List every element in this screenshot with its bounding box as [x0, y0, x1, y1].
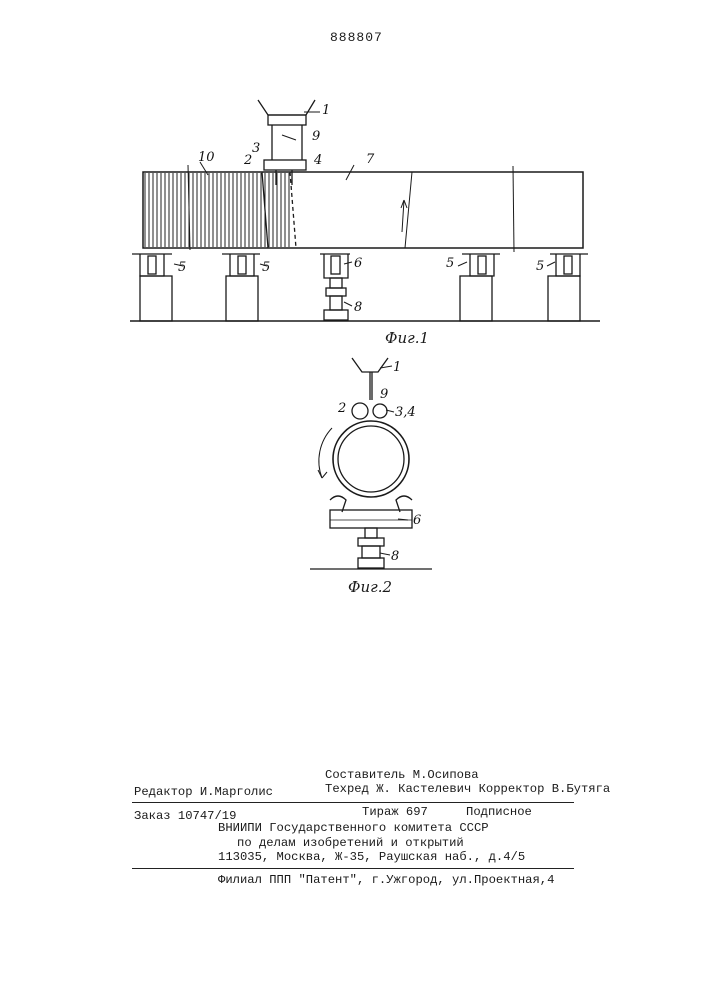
org-line-2: по делам изобретений и открытий [237, 837, 464, 849]
label-2: 2 [243, 153, 252, 168]
label-5c: 5 [446, 256, 454, 271]
head-block [268, 115, 306, 125]
rotation-arrow [319, 428, 332, 478]
pipe-section-outer [333, 421, 409, 497]
label-5b: 5 [262, 260, 270, 275]
label-6: 6 [354, 256, 362, 271]
label-34-fig2: 3,4 [395, 405, 416, 420]
editor-line: Редактор И.Марголис [134, 786, 273, 798]
roller-2 [352, 403, 368, 419]
label-6-fig2: 6 [413, 513, 421, 528]
subscription-line: Подписное [466, 806, 532, 818]
tool-holder [264, 160, 306, 170]
label-4: 4 [313, 153, 322, 168]
label-1-fig2: 1 [393, 360, 401, 375]
label-3: 3 [252, 141, 260, 156]
label-9-fig2: 9 [380, 387, 388, 402]
address-line: 113035, Москва, Ж-35, Раушская наб., д.4… [218, 851, 525, 863]
circulation-line: Тираж 697 [362, 806, 428, 818]
pipe-section-inner [338, 426, 404, 492]
welding-head [258, 100, 315, 115]
roller-3-4 [373, 404, 387, 418]
label-8: 8 [354, 300, 362, 315]
divider-2 [132, 868, 574, 869]
label-9: 9 [312, 129, 320, 144]
label-5d: 5 [536, 259, 544, 274]
branch-line: Филиал ППП "Патент", г.Ужгород, ул.Проек… [218, 874, 554, 886]
insulation-hatch [143, 173, 290, 247]
label-2-fig2: 2 [337, 401, 346, 416]
compiler-line: Составитель М.Осипова [325, 769, 479, 781]
org-line-1: ВНИИПИ Государственного комитета СССР [218, 822, 489, 834]
label-10: 10 [198, 150, 215, 165]
figure-2 [310, 358, 432, 569]
label-1: 1 [322, 103, 330, 118]
figure-1-caption: Фиг.1 [385, 329, 429, 347]
figure-1 [130, 100, 600, 321]
label-5a: 5 [178, 260, 186, 275]
divider-1 [132, 802, 574, 803]
label-8-fig2: 8 [391, 549, 399, 564]
label-7: 7 [366, 152, 375, 167]
techred-corrector-line: Техред Ж. Кастелевич Корректор В.Бутяга [325, 783, 610, 795]
figure-2-caption: Фиг.2 [348, 578, 392, 596]
